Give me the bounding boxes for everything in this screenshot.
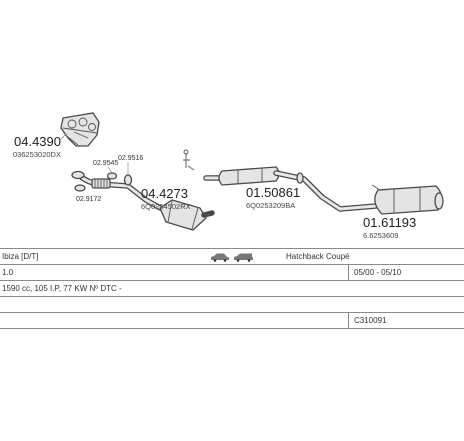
- body-type-icons: [210, 252, 254, 264]
- centre-silencer: [218, 166, 280, 186]
- vehicle-model: Ibiza [D/T]: [2, 252, 39, 261]
- part-04-4390-label: 04.4390: [14, 134, 61, 149]
- info-row-spec: 1590 cc, 105 I.P, 77 KW Nº DTC -: [0, 280, 464, 297]
- part-02-9516-label: 02.9516: [118, 155, 143, 162]
- info-row-model: Ibiza [D/T] Hatchback Coupé: [0, 248, 464, 265]
- part-01-50861-oem: 6Q0253209BA: [246, 201, 295, 210]
- part-01-50861-label: 01.50861: [246, 185, 300, 200]
- part-02-9545-label: 02.9545: [93, 160, 118, 167]
- part-04-4390-oem: 036253020DX: [13, 150, 61, 159]
- exhaust-manifold: [60, 112, 100, 147]
- part-01-61193-label: 01.61193: [363, 215, 416, 230]
- rear-silencer: [371, 184, 444, 215]
- gasket-02-9516: [123, 174, 133, 186]
- part-04-4273-label: 04.4273: [141, 186, 188, 201]
- vehicle-years: 05/00 - 05/10: [354, 268, 402, 277]
- estate-car-icon: [234, 253, 253, 262]
- info-row-engine: 1.0 05/00 - 05/10: [0, 264, 464, 281]
- vehicle-spec: 1590 cc, 105 I.P, 77 KW Nº DTC -: [2, 284, 122, 293]
- part-01-61193-oem: 6.6253609: [363, 231, 398, 240]
- hatchback-car-icon: [211, 253, 229, 262]
- gasket-02-9545: [106, 172, 118, 180]
- info-bottom-rule: [0, 328, 464, 329]
- part-02-9172-label: 02.9172: [76, 196, 101, 203]
- front-pipe: [71, 170, 167, 213]
- vehicle-engine: 1.0: [2, 268, 14, 277]
- diagram-code: C310091: [354, 316, 387, 325]
- rear-pipe: [273, 170, 379, 212]
- info-row-empty: [0, 296, 464, 313]
- vehicle-body: Hatchback Coupé: [286, 252, 350, 261]
- part-04-4273-oem: 6Q0254502RX: [141, 202, 191, 211]
- catalytic-converter: [159, 199, 215, 231]
- info-row-code: C310091: [0, 312, 464, 329]
- lambda-sensor: [183, 149, 195, 171]
- exhaust-system-diagram: 04.4390 036253020DX 02.9545 02.9516 02.9…: [13, 112, 444, 240]
- gasket-02-9172: [74, 184, 86, 192]
